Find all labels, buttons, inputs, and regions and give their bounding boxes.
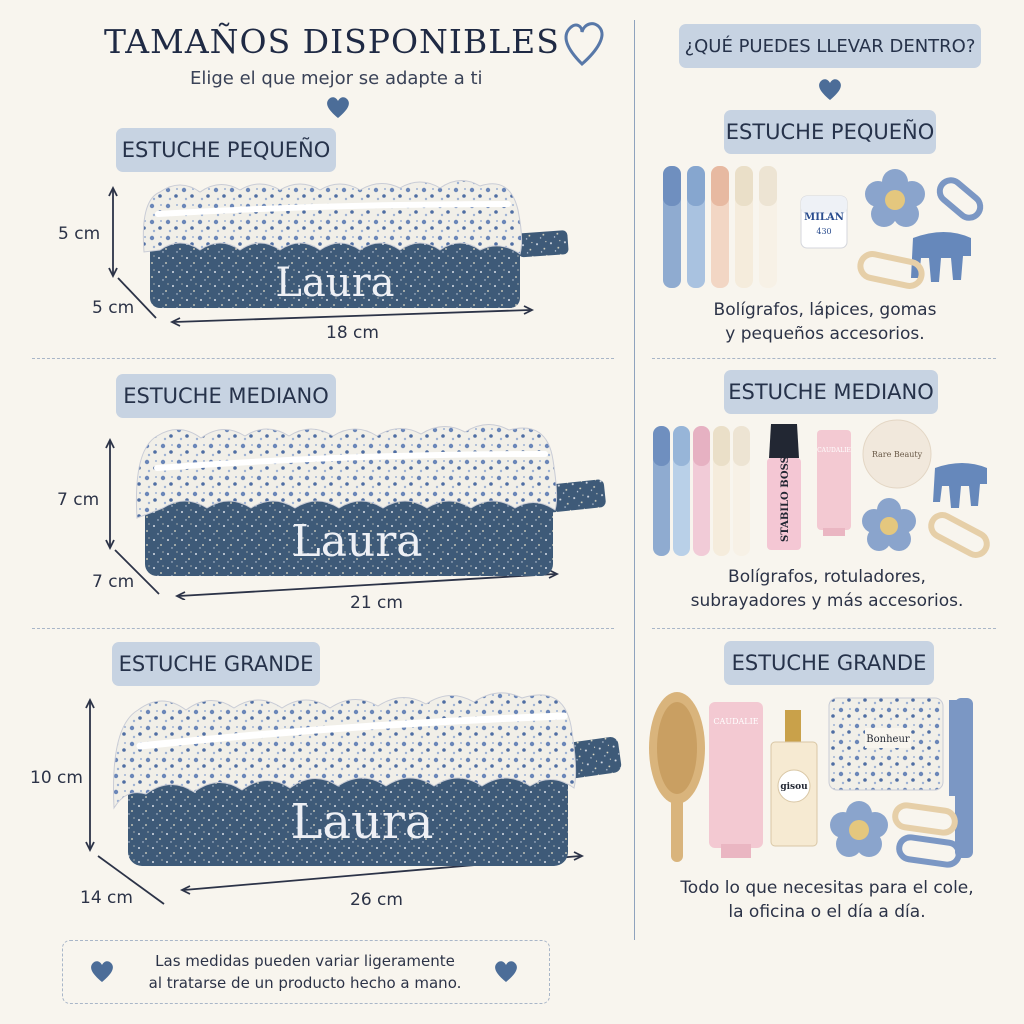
- note-line-1: Las medidas pueden variar ligeramente: [155, 952, 455, 970]
- height-medium: 7 cm: [57, 490, 100, 510]
- cream-tube-icon: CAUDALIE: [709, 702, 763, 858]
- hair-clip-icon: [857, 251, 925, 289]
- caption-line: subrayadores y más accesorios.: [690, 591, 964, 611]
- contents-medium-illustration: STABILO BOSS CAUDALIE Rare Beauty: [653, 419, 990, 558]
- note-line-2: al tratarse de un producto hecho a mano.: [148, 974, 462, 992]
- contents-large-illustration: CAUDALIE gisou Bonheur: [649, 692, 973, 868]
- pouch-small: Laura: [108, 180, 569, 327]
- pouch-name-medium: Laura: [291, 516, 422, 567]
- heart-icon: [327, 97, 349, 118]
- svg-text:CAUDALIE: CAUDALIE: [817, 447, 851, 454]
- caption-line: Todo lo que necesitas para el cole,: [680, 878, 974, 898]
- width-large: 26 cm: [350, 890, 403, 910]
- hairbrush-icon: [649, 692, 705, 862]
- cream-tube-icon: CAUDALIE: [817, 430, 851, 536]
- caption-line: Bolígrafos, rotuladores,: [728, 567, 926, 587]
- heart-icon: [91, 961, 113, 982]
- handmade-note: [62, 940, 550, 1004]
- right-header: ¿QUÉ PUEDES LLEVAR DENTRO?: [679, 24, 981, 68]
- size-label-small: ESTUCHE PEQUEÑO: [116, 128, 336, 172]
- highlighter-icon: STABILO BOSS: [767, 424, 801, 550]
- heart-icon: [819, 79, 841, 100]
- divider: [32, 628, 614, 629]
- width-small: 18 cm: [326, 323, 379, 343]
- pouch-name-small: Laura: [275, 260, 394, 306]
- page-subtitle: Elige el que mejor se adapte a ti: [190, 68, 483, 89]
- hair-clip-icon: [928, 512, 990, 558]
- caption-line: Bolígrafos, lápices, gomas: [713, 300, 937, 320]
- page-title: TAMAÑOS DISPONIBLES: [104, 22, 560, 61]
- caption-line: la oficina o el día a día.: [728, 902, 926, 922]
- hair-clip-icon: [936, 177, 984, 221]
- contents-small-illustration: MILAN 430: [663, 166, 984, 289]
- divider: [32, 358, 614, 359]
- width-medium: 21 cm: [350, 593, 403, 613]
- mini-pouch-icon: Bonheur: [828, 697, 944, 791]
- height-small: 5 cm: [58, 224, 101, 244]
- svg-text:Rare Beauty: Rare Beauty: [872, 450, 923, 459]
- eraser-icon: MILAN 430: [800, 195, 848, 249]
- divider: [652, 628, 996, 629]
- contents-caption-small: Bolígrafos, lápices, gomas y pequeños ac…: [660, 298, 990, 346]
- contents-label-medium: ESTUCHE MEDIANO: [724, 370, 938, 414]
- pens: [653, 426, 750, 556]
- svg-text:430: 430: [816, 227, 831, 236]
- contents-caption-medium: Bolígrafos, rotuladores, subrayadores y …: [660, 565, 994, 613]
- comb-icon: [949, 698, 973, 858]
- pouch-name-large: Laura: [291, 794, 434, 850]
- divider: [652, 358, 996, 359]
- claw-clip-icon: [911, 232, 971, 282]
- size-label-large: ESTUCHE GRANDE: [112, 642, 320, 686]
- contents-caption-large: Todo lo que necesitas para el cole, la o…: [660, 876, 994, 924]
- depth-large: 14 cm: [80, 888, 133, 908]
- contents-label-large: ESTUCHE GRANDE: [724, 641, 934, 685]
- hair-clip-icon: [892, 802, 958, 836]
- hair-clip-icon: [896, 834, 962, 868]
- column-divider: [634, 20, 635, 940]
- size-label-medium: ESTUCHE MEDIANO: [116, 374, 336, 418]
- height-large: 10 cm: [30, 768, 83, 788]
- contents-label-small: ESTUCHE PEQUEÑO: [724, 110, 936, 154]
- handmade-note-text: Las medidas pueden variar ligeramente al…: [130, 950, 480, 994]
- pouch-large: Laura: [85, 692, 622, 905]
- heart-outline-icon: [564, 22, 604, 67]
- pens: [663, 166, 777, 288]
- svg-text:Bonheur: Bonheur: [866, 734, 910, 745]
- claw-clip-icon: [933, 463, 987, 508]
- depth-medium: 7 cm: [92, 572, 135, 592]
- perfume-icon: gisou: [770, 710, 818, 847]
- svg-text:MILAN: MILAN: [804, 212, 844, 223]
- compact-icon: Rare Beauty: [862, 419, 932, 489]
- svg-text:gisou: gisou: [780, 782, 808, 792]
- heart-icon: [495, 961, 517, 982]
- flower-clip-icon: [865, 169, 925, 227]
- pouch-medium: Laura: [105, 424, 606, 600]
- caption-line: y pequeños accesorios.: [725, 324, 925, 344]
- svg-text:CAUDALIE: CAUDALIE: [713, 717, 758, 726]
- flower-clip-icon: [862, 498, 916, 551]
- flower-clip-icon: [830, 801, 888, 857]
- svg-text:STABILO BOSS: STABILO BOSS: [780, 456, 791, 542]
- depth-small: 5 cm: [92, 298, 135, 318]
